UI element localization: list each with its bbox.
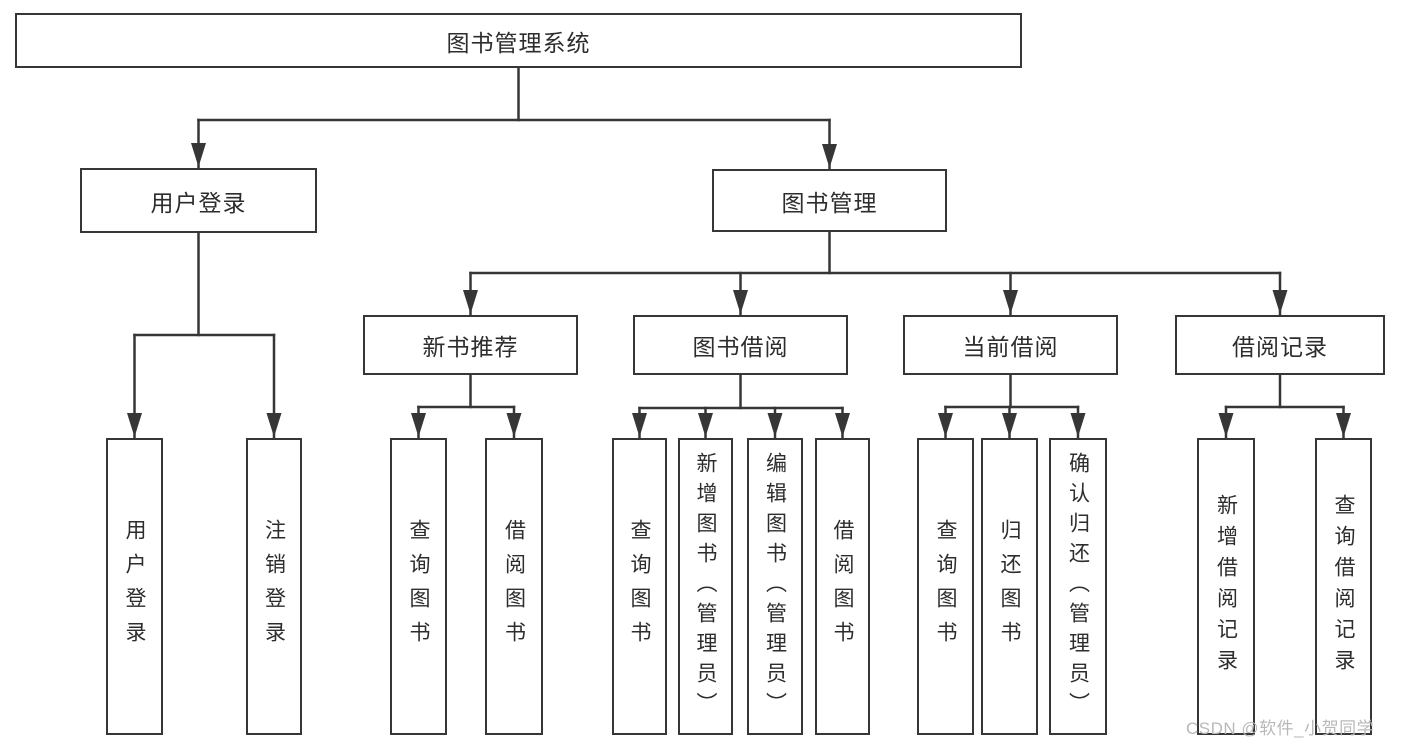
leaf-label: 编辑图书（管理员） <box>763 451 787 722</box>
connector-borrowing-records <box>1218 373 1351 439</box>
leaf-label: 确认归还（管理员） <box>1066 451 1090 722</box>
leaf-label: 查询图书 <box>407 518 430 655</box>
leaf-borrow-books-recommend: 借阅图书 <box>485 438 543 735</box>
leaf-label: 新增图书（管理员） <box>694 451 717 722</box>
node-borrowing-records: 借阅记录 <box>1175 315 1385 375</box>
leaf-return-books: 归还图书 <box>981 438 1038 735</box>
leaf-query-books-borrowing: 查询图书 <box>612 438 667 735</box>
node-book-management: 图书管理 <box>712 169 947 232</box>
leaf-label: 查询借阅记录 <box>1332 493 1355 680</box>
leaf-query-books-current: 查询图书 <box>917 438 974 735</box>
leaf-label: 借阅图书 <box>502 518 526 655</box>
node-new-book-recommendation: 新书推荐 <box>363 315 578 375</box>
leaf-label: 查询图书 <box>934 518 957 655</box>
connector-book-management <box>463 230 1288 316</box>
leaf-label: 归还图书 <box>998 518 1021 655</box>
leaf-label: 注销登录 <box>262 518 286 655</box>
leaf-label: 借阅图书 <box>831 518 854 655</box>
leaf-add-book-admin: 新增图书（管理员） <box>678 438 733 735</box>
connector-book-borrowing <box>632 373 850 439</box>
connector-root <box>191 66 837 170</box>
watermark: CSDN @软件_小贺同学 <box>1186 719 1375 738</box>
node-book-borrowing: 图书借阅 <box>633 315 848 375</box>
leaf-query-borrow-record: 查询借阅记录 <box>1315 438 1372 735</box>
leaf-edit-book-admin: 编辑图书（管理员） <box>747 438 803 735</box>
leaf-confirm-return-admin: 确认归还（管理员） <box>1049 438 1107 735</box>
leaf-query-books-recommend: 查询图书 <box>390 438 447 735</box>
node-user-login: 用户登录 <box>80 168 317 233</box>
leaf-add-borrow-record: 新增借阅记录 <box>1197 438 1255 735</box>
leaf-user-login: 用户登录 <box>106 438 163 735</box>
connector-new-book-recommendation <box>411 373 522 439</box>
leaf-label: 用户登录 <box>123 518 146 655</box>
node-current-borrowing: 当前借阅 <box>903 315 1118 375</box>
connector-user-login <box>127 231 282 439</box>
leaf-logout-login: 注销登录 <box>246 438 302 735</box>
leaf-borrow-books-borrowing: 借阅图书 <box>815 438 870 735</box>
connector-current-borrowing <box>938 373 1086 439</box>
leaf-label: 查询图书 <box>628 518 651 655</box>
leaf-label: 新增借阅记录 <box>1214 493 1238 680</box>
node-library-system: 图书管理系统 <box>15 13 1022 68</box>
